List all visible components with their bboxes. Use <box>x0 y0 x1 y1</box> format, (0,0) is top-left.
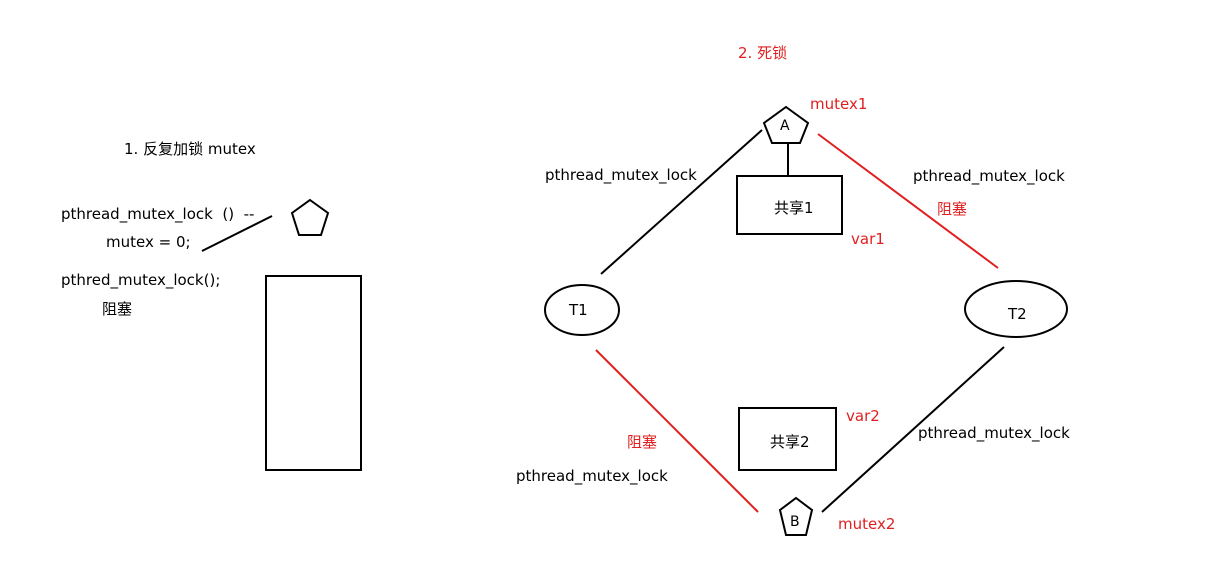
lock-arrow-line <box>201 215 273 252</box>
shared1-label: 共享1 <box>774 199 814 217</box>
left-heading: 1. 反复加锁 mutex <box>124 140 256 158</box>
shared2-label: 共享2 <box>770 433 810 451</box>
edge-t1-a-label: pthread_mutex_lock <box>545 166 697 184</box>
code-line-mutex-zero: mutex = 0; <box>106 233 191 251</box>
node-b-label: B <box>790 514 800 530</box>
edge-t2-b-label: pthread_mutex_lock <box>918 424 1070 442</box>
var1-label: var1 <box>851 230 885 248</box>
edge-a-to-t2 <box>817 133 999 269</box>
edge-t1-to-a <box>600 129 763 275</box>
edge-t1-to-b <box>595 349 759 513</box>
code-line-relock: pthred_mutex_lock(); <box>61 271 221 289</box>
mutex1-label: mutex1 <box>810 95 868 113</box>
shared-resource-box <box>265 275 362 471</box>
node-a-label: A <box>780 118 790 134</box>
node-t2-label: T2 <box>1008 305 1027 323</box>
mutex2-label: mutex2 <box>838 515 896 533</box>
edge-t1-b-blocked-label: 阻塞 <box>627 433 658 451</box>
mutex-pentagon-icon <box>290 198 330 236</box>
left-blocked-label: 阻塞 <box>102 300 133 318</box>
node-t1-ellipse <box>544 284 620 336</box>
code-line-lock: pthread_mutex_lock () -- <box>61 205 255 223</box>
var2-label: var2 <box>846 407 880 425</box>
edge-a-t2-label: pthread_mutex_lock <box>913 167 1065 185</box>
right-heading: 2. 死锁 <box>738 44 788 62</box>
node-t2-ellipse <box>964 280 1068 338</box>
node-b-pentagon <box>778 496 814 536</box>
shared2-box <box>738 407 837 471</box>
edge-t2-to-b <box>821 346 1005 513</box>
edge-a-t2-blocked-label: 阻塞 <box>937 200 968 218</box>
node-a-pentagon <box>762 105 810 144</box>
shared1-box <box>736 175 843 235</box>
node-t1-label: T1 <box>569 301 588 319</box>
edge-t1-b-label: pthread_mutex_lock <box>516 467 668 485</box>
